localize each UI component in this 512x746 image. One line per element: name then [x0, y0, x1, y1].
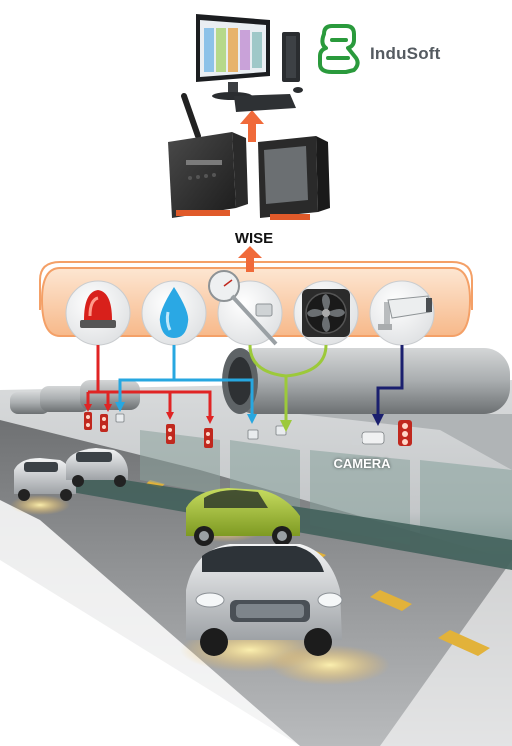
signal-lines: [84, 344, 404, 432]
camera-line: [376, 345, 404, 414]
wise-devices: [168, 93, 330, 220]
alarm-line: [86, 345, 212, 416]
camera-label: CAMERA: [333, 456, 391, 471]
fan-icon: [293, 280, 359, 346]
tunnel-signal-lights: [84, 412, 412, 448]
indusoft-brand-name: InduSoft: [370, 44, 441, 63]
sensor-icons: [65, 270, 435, 346]
car-far-right: [66, 448, 128, 487]
ceiling-sensors: [115, 413, 287, 440]
car-green: [186, 488, 300, 546]
wise-label: WISE: [234, 230, 274, 247]
thermometer-gauge-icon: [208, 270, 283, 346]
cars: [10, 448, 390, 685]
security-camera-icon: [369, 280, 435, 346]
monitor-screen-content: [204, 28, 262, 72]
computer-workstation: [196, 14, 303, 112]
water-line: [118, 345, 254, 414]
car-far-left: [14, 458, 76, 501]
car-front-suv: [186, 544, 343, 656]
fan-line: [248, 344, 328, 420]
up-arrows: [238, 110, 264, 272]
water-drop-icon: [141, 280, 207, 346]
tunnel-camera: [352, 431, 385, 445]
siren-icon: [65, 280, 131, 346]
indusoft-logo: [318, 24, 360, 74]
